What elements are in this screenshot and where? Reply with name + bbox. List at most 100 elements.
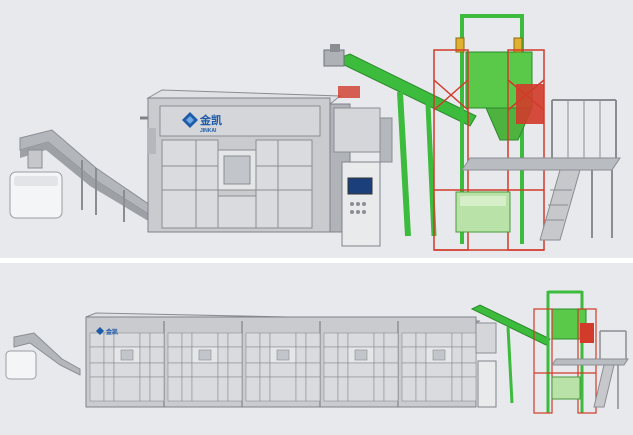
cabinet-door-panel [295, 376, 307, 402]
cabinet-door-panel [373, 376, 385, 402]
safety-cage [433, 49, 545, 251]
cabinet-door-panel [401, 332, 417, 348]
production-line-full: 金凯 [0, 263, 633, 435]
cabinet-door-panel [245, 376, 261, 402]
cabinet-door-panel [295, 346, 307, 364]
cabinet-door-panel [337, 332, 349, 348]
cabinet-door-panel [217, 332, 229, 348]
closeup-illustration: 金凯 JINKAI [9, 14, 621, 251]
cabinet-door-panel [425, 332, 453, 348]
cabinet-door-panel [269, 376, 297, 402]
inlet-conveyor-small [5, 332, 81, 380]
production-line-closeup: 金凯 JINKAI [0, 0, 633, 258]
control-cabinet-small [477, 360, 497, 408]
brand-logo-small: 金凯 [96, 327, 118, 336]
logo-text: JINKAI [200, 128, 217, 134]
cabinet-door-panel [323, 362, 339, 378]
cabinet-door-panel [383, 346, 399, 364]
cabinet-door-panel [415, 362, 427, 378]
cabinet-door-panel [103, 346, 115, 364]
cabinet-door-panel [217, 376, 229, 402]
cabinet-door-panel [347, 332, 375, 348]
cabinet-door-panel [295, 332, 307, 348]
cabinet-door-panel [217, 362, 229, 378]
cabinet-door-panel [89, 362, 105, 378]
cabinet-door-panel [181, 346, 193, 364]
cabinet-door-panel [305, 332, 321, 348]
cabinet-door-panel [425, 362, 453, 378]
logo-cn: 金凯 [199, 113, 222, 127]
cabinet-door-panel [227, 332, 243, 348]
cabinet-door-panel [149, 346, 165, 364]
control-cabinet [333, 107, 393, 247]
cabinet-door-panel [323, 376, 339, 402]
cabinet-window [120, 349, 134, 361]
cabinet-door-panel [461, 376, 477, 402]
cabinet-door-panel [191, 376, 219, 402]
cabinet-door-panel [245, 346, 261, 364]
cabinet-module [323, 332, 399, 402]
cabinet-module [401, 332, 477, 402]
cabinet-door-panel [305, 362, 321, 378]
screw-conveyor-small [470, 304, 551, 404]
cabinet-door-panel [383, 376, 399, 402]
cabinet-door-panel [373, 362, 385, 378]
cabinet-door-panel [415, 332, 427, 348]
logo-cn-small: 金凯 [105, 328, 118, 336]
cabinet-door-panel [461, 332, 477, 348]
cabinet-module [89, 332, 165, 402]
cabinet-door-panel [461, 346, 477, 364]
cabinet-door-panel [347, 362, 375, 378]
cabinet-door-panel [269, 332, 297, 348]
cabinet-door-panel [295, 362, 307, 378]
cabinet-window [432, 349, 446, 361]
cabinet-door-panel [227, 346, 243, 364]
cabinet-door-panel [139, 362, 151, 378]
cabinet-module [245, 332, 321, 402]
lift-tower-small [546, 290, 594, 413]
full-line-illustration: 金凯 [5, 290, 629, 414]
cabinet-door-panel [89, 376, 105, 402]
platform-stairs [461, 99, 621, 241]
material-bin [455, 191, 511, 233]
cabinet-door-panel [167, 346, 183, 364]
cabinet-door-panel [451, 346, 463, 364]
cabinet-door-panel [89, 332, 105, 348]
cabinet-door-panel [181, 332, 193, 348]
screw-conveyor [323, 44, 477, 237]
cabinet-door-panel [139, 376, 151, 402]
brand-logo: 金凯 JINKAI [182, 112, 222, 134]
cabinet-door-panel [217, 346, 229, 364]
cabinet-module [167, 332, 243, 402]
cabinet-door-panel [245, 332, 261, 348]
cabinet-door-panel [383, 362, 399, 378]
cabinet-door-panel [149, 362, 165, 378]
cabinet-door-panel [451, 362, 463, 378]
cabinet-door-panel [181, 362, 193, 378]
cabinet-door-panel [103, 362, 115, 378]
cabinet-door-panel [415, 346, 427, 364]
cabinet-door-panel [323, 346, 339, 364]
cabinet-door-panel [181, 376, 193, 402]
cabinet-door-panel [461, 362, 477, 378]
cabinet-door-panel [347, 376, 375, 402]
cabinet-door-panel [259, 362, 271, 378]
cabinet-door-panel [415, 376, 427, 402]
cabinet-door-panel [113, 376, 141, 402]
cabinet-door-panel [149, 332, 165, 348]
cabinet-door-panel [401, 376, 417, 402]
cabinet-door-panel [305, 346, 321, 364]
cabinet-window [354, 349, 368, 361]
feed-box [9, 171, 63, 219]
cabinet-door-panel [337, 346, 349, 364]
cabinet-door-panel [139, 346, 151, 364]
cabinet-door-panel [373, 332, 385, 348]
cabinet-door-panel [269, 362, 297, 378]
cabinet-door-panel [113, 362, 141, 378]
cabinet-door-panel [259, 346, 271, 364]
cabinet-door-panel [227, 362, 243, 378]
cabinet-door-panel [227, 376, 243, 402]
cabinet-modules [89, 332, 477, 402]
cabinet-door-panel [401, 346, 417, 364]
cabinet-window [198, 349, 212, 361]
